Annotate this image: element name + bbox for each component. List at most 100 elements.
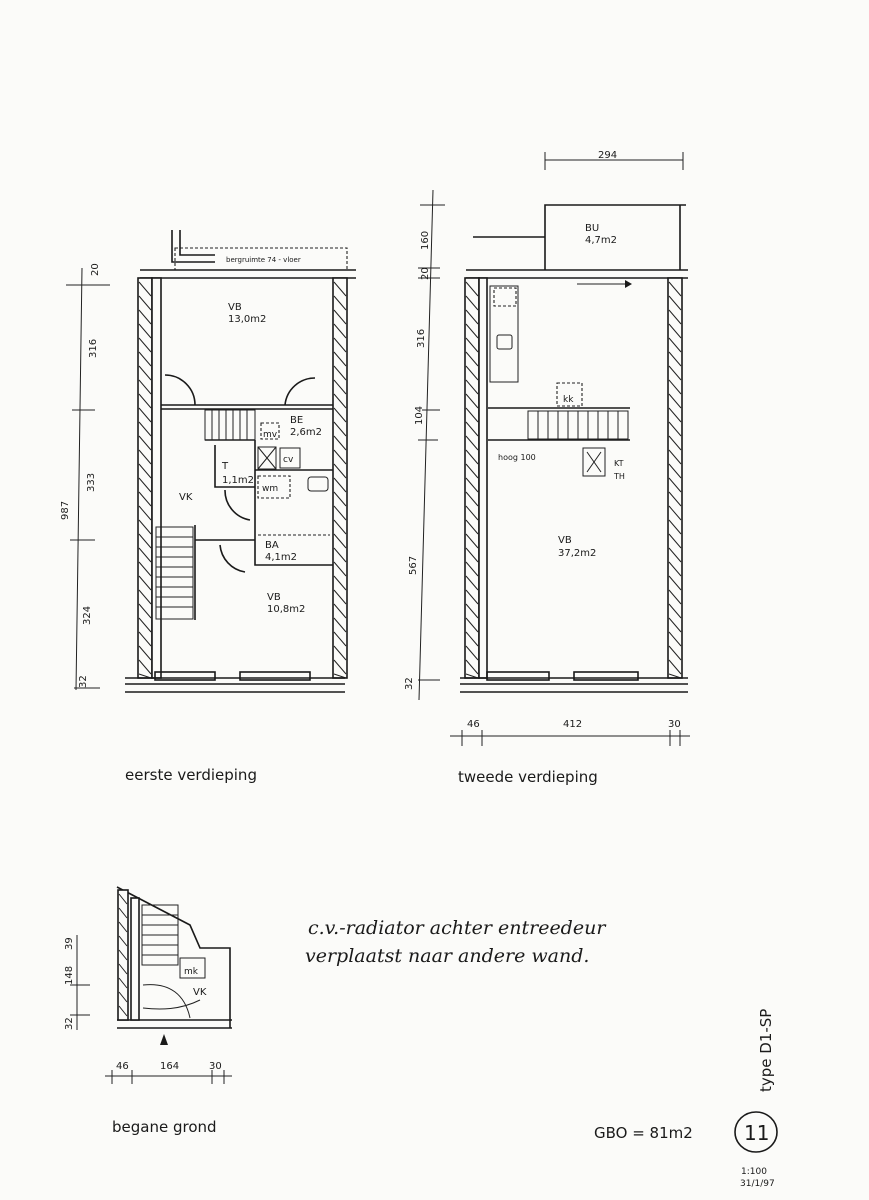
wall-hatching: [138, 281, 152, 679]
dimension-label: 567: [408, 556, 419, 575]
dimension-label: 294: [598, 150, 617, 161]
kitchen-counter: [489, 285, 519, 383]
fixture-label: cv: [283, 455, 294, 465]
first-floor-plan: bergruimte 74 - vloer VB 13,0m2 BE 2,6m2: [60, 230, 356, 784]
room-code: VK: [179, 492, 193, 503]
fixture-label: wm: [262, 484, 278, 494]
door-swing: [142, 984, 201, 1019]
room-area: 4,7m2: [585, 235, 617, 246]
room-code: BU: [585, 223, 599, 234]
window: [239, 671, 311, 681]
room-area: 1,1m2: [222, 475, 254, 486]
dimension-label: 20: [420, 267, 431, 280]
wall-hatching: [118, 893, 128, 1017]
window: [154, 671, 216, 681]
dimension-label: 32: [78, 675, 89, 688]
room-area: 37,2m2: [558, 548, 596, 559]
dimension-line: [70, 935, 90, 1030]
dimension-line: [544, 152, 684, 170]
left-inner-wall: [478, 277, 488, 679]
fixture-label: mk: [184, 967, 199, 977]
mk-box: [179, 957, 206, 979]
dimension-label: 32: [64, 1017, 75, 1030]
dimension-line: [66, 267, 110, 691]
room-area: 10,8m2: [267, 604, 305, 615]
room-area: 4,1m2: [265, 552, 297, 563]
room-code: VB: [228, 302, 242, 313]
left-wall: [464, 277, 480, 679]
right-wall: [667, 277, 683, 679]
right-wall: [332, 277, 348, 679]
dimension-label: 316: [416, 329, 427, 348]
sheet-number: 11: [744, 1121, 769, 1145]
dimension-line: [105, 1070, 232, 1084]
room-code: VK: [193, 987, 207, 998]
wall-hatching: [333, 281, 347, 679]
dimension-label: 333: [86, 473, 97, 492]
dimension-label: 104: [414, 406, 425, 425]
fixture-label: KT: [614, 459, 624, 468]
dimension-label: 412: [563, 719, 582, 730]
staircase: [488, 407, 630, 441]
top-wall: [466, 269, 688, 279]
fixture-label: mv: [263, 430, 278, 440]
dimension-label: 316: [88, 339, 99, 358]
bottom-wall: [125, 677, 345, 693]
room-code: BA: [265, 540, 279, 551]
interior-wall: [194, 439, 333, 620]
window: [486, 671, 550, 681]
wall-hatching: [465, 281, 479, 679]
dimension-label: 46: [116, 1061, 129, 1072]
staircase: [155, 409, 256, 620]
attic-note: bergruimte 74 - vloer: [226, 256, 301, 264]
washbasin: [307, 476, 329, 492]
dimension-label: 39: [64, 937, 75, 950]
left-wall: [137, 277, 153, 679]
floor-caption: tweede verdieping: [458, 768, 598, 786]
wall-hatching: [668, 281, 682, 679]
drawing-date: 31/1/97: [740, 1179, 775, 1189]
interior-wall: [161, 404, 333, 410]
top-wall: [140, 269, 356, 279]
chimney-shaft: [171, 230, 215, 263]
dimension-line: [450, 730, 690, 746]
room-code: VB: [267, 592, 281, 603]
dimension-label: 148: [64, 966, 75, 985]
dimension-label: 324: [82, 606, 93, 625]
left-inner-wall: [130, 897, 140, 1021]
dimension-line: [418, 189, 445, 701]
fixture-label: kk: [563, 395, 574, 405]
floor-caption: eerste verdieping: [125, 766, 257, 784]
fixture-label: TH: [613, 472, 625, 481]
dimension-label: 32: [404, 677, 415, 690]
shaft-box: [582, 447, 606, 477]
dimension-label: 20: [90, 263, 101, 276]
room-code: VB: [558, 535, 572, 546]
dimension-label: 30: [668, 719, 681, 730]
second-floor-plan: 294 BU 4,7m2 kk KT TH hoog 100 VB 37,2m2: [404, 150, 690, 786]
dimension-label: 164: [160, 1061, 179, 1072]
dimension-label: 46: [467, 719, 480, 730]
drawing-scale: 1:100: [741, 1167, 767, 1177]
gbo-area: GBO = 81m2: [594, 1124, 693, 1142]
room-code: T: [221, 461, 229, 472]
dimension-label: 30: [209, 1061, 222, 1072]
room-code: BE: [290, 415, 303, 426]
shaft-box: [257, 446, 277, 470]
wm-outline: [257, 475, 291, 499]
ground-floor-plan: mk VK 39 148 32 46 164 30 begane grond: [64, 886, 232, 1136]
floor-caption: begane grond: [112, 1118, 217, 1136]
height-note: hoog 100: [498, 453, 536, 462]
dimension-label: 160: [420, 231, 431, 250]
mv-outline: [260, 422, 280, 440]
room-area: 13,0m2: [228, 314, 266, 325]
window: [573, 671, 639, 681]
sheet-number-circle: [734, 1111, 778, 1153]
entrance-arrow-icon: [160, 1034, 168, 1045]
kk-outline: [556, 382, 583, 407]
room-area: 2,6m2: [290, 427, 322, 438]
drawing-type: type D1-SP: [757, 1009, 775, 1092]
handwritten-note-line: c.v.-radiator achter entreedeur: [308, 917, 607, 939]
handwritten-note-line: verplaatst naar andere wand.: [305, 945, 589, 967]
